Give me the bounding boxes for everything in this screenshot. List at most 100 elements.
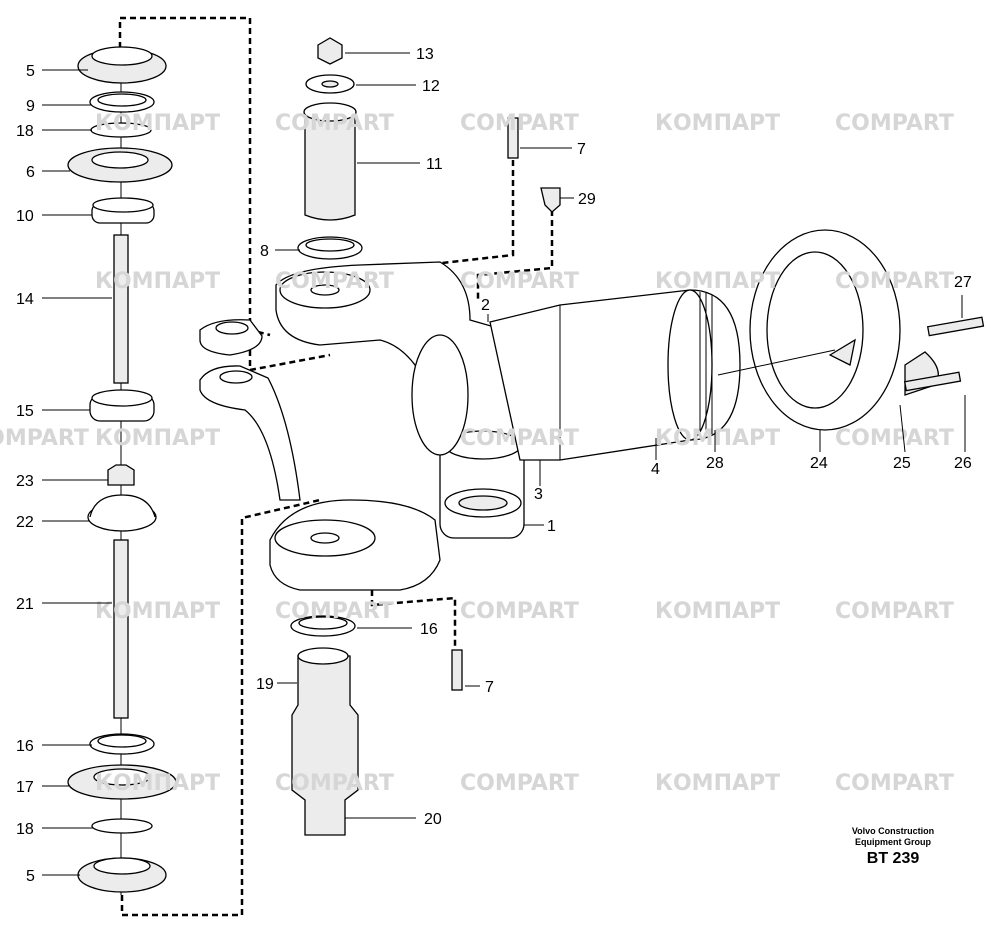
- callout-16: 16: [357, 621, 438, 638]
- watermark-text: COMPART: [0, 426, 89, 451]
- upper-kingpin-parts: [297, 37, 561, 260]
- watermark-text: COMPART: [460, 426, 579, 451]
- watermark-text: COMPART: [275, 771, 394, 796]
- leader-line: [899, 404, 906, 453]
- callout-25: 25: [893, 404, 911, 472]
- callout-2: 2: [481, 297, 490, 322]
- left-stack: [67, 46, 177, 895]
- watermark-text: КОМПАРТ: [655, 269, 780, 294]
- callout-18: 18: [16, 123, 92, 140]
- callout-26: 26: [954, 395, 972, 472]
- callout-number: 5: [26, 63, 35, 80]
- callout-number: 14: [16, 291, 34, 308]
- watermark-text: COMPART: [835, 111, 954, 136]
- assembly-line-7: [379, 160, 515, 272]
- callout-3: 3: [534, 460, 543, 503]
- callout-12: 12: [356, 78, 440, 95]
- callout-number: 8: [260, 243, 269, 260]
- watermark-text: КОМПАРТ: [95, 426, 220, 451]
- watermark-text: COMPART: [275, 599, 394, 624]
- credit-line-2: Equipment Group: [855, 837, 931, 847]
- callout-number: 11: [426, 156, 443, 173]
- callout-number: 4: [651, 461, 660, 478]
- callout-23: 23: [16, 473, 108, 490]
- callout-number: 5: [26, 868, 35, 885]
- watermark-text: COMPART: [835, 426, 954, 451]
- watermark-text: КОМПАРТ: [655, 599, 780, 624]
- gear-ring: [717, 229, 985, 431]
- watermark-text: COMPART: [460, 771, 579, 796]
- watermark-text: COMPART: [275, 111, 394, 136]
- callout-number: 29: [578, 191, 596, 208]
- callout-7: 7: [520, 141, 586, 158]
- callout-16: 16: [16, 738, 92, 755]
- callout-number: 10: [16, 208, 34, 225]
- callout-19: 19: [256, 676, 297, 693]
- callout-number: 9: [26, 98, 35, 115]
- callout-20: 20: [345, 811, 442, 828]
- callout-number: 21: [16, 596, 34, 613]
- callout-8: 8: [260, 243, 300, 260]
- callout-number: 22: [16, 514, 34, 531]
- callout-number: 12: [422, 78, 440, 95]
- assembly-line-bottom: [120, 498, 321, 917]
- callout-number: 2: [481, 297, 490, 314]
- watermark-text: КОМПАРТ: [95, 771, 220, 796]
- callout-22: 22: [16, 514, 90, 531]
- callout-number: 7: [577, 141, 586, 158]
- watermark-text: КОМПАРТ: [655, 771, 780, 796]
- callout-14: 14: [16, 291, 112, 308]
- credit-line-1: Volvo Construction: [851, 826, 935, 836]
- watermark-text: COMPART: [835, 771, 954, 796]
- watermark-text: COMPART: [460, 111, 579, 136]
- watermark-text: COMPART: [460, 599, 579, 624]
- callout-28: 28: [706, 430, 724, 472]
- callout-9: 9: [26, 98, 92, 115]
- callout-21: 21: [16, 596, 112, 613]
- watermark-text: COMPART: [460, 269, 579, 294]
- callout-1: 1: [524, 518, 556, 535]
- callout-number: 16: [16, 738, 34, 755]
- callout-number: 7: [485, 679, 494, 696]
- credit-block: Volvo Construction Equipment Group BT 23…: [820, 826, 966, 868]
- callout-13: 13: [345, 46, 434, 63]
- callout-24: 24: [810, 430, 828, 472]
- callout-5: 5: [26, 63, 88, 80]
- diagram-code: BT 239: [866, 850, 920, 867]
- callout-number: 23: [16, 473, 34, 490]
- callout-number: 18: [16, 123, 34, 140]
- watermark-text: КОМПАРТ: [95, 599, 220, 624]
- assembly-line-lower-7: [370, 590, 457, 650]
- callout-15: 15: [16, 403, 90, 420]
- assembly-line-29: [476, 210, 554, 300]
- steering-knuckle: [199, 261, 525, 591]
- spindle: [489, 289, 741, 461]
- callout-number: 6: [26, 164, 35, 181]
- callout-number: 13: [416, 46, 434, 63]
- callout-7: 7: [465, 679, 494, 696]
- watermark-text: COMPART: [835, 269, 954, 294]
- watermark-text: КОМПАРТ: [655, 426, 780, 451]
- callout-number: 16: [420, 621, 438, 638]
- callout-number: 28: [706, 455, 724, 472]
- callout-number: 26: [954, 455, 972, 472]
- callout-number: 19: [256, 676, 274, 693]
- watermark-text: COMPART: [835, 599, 954, 624]
- callout-number: 1: [547, 518, 556, 535]
- callout-18: 18: [16, 821, 94, 838]
- watermark-text: COMPART: [275, 269, 394, 294]
- callout-number: 3: [534, 486, 543, 503]
- watermark-text: КОМПАРТ: [95, 269, 220, 294]
- callout-10: 10: [16, 208, 92, 225]
- callout-number: 24: [810, 455, 828, 472]
- watermark-text: КОМПАРТ: [655, 111, 780, 136]
- callout-number: 18: [16, 821, 34, 838]
- callout-29: 29: [560, 191, 596, 208]
- callout-number: 15: [16, 403, 34, 420]
- watermark-text: КОМПАРТ: [95, 111, 220, 136]
- callout-5: 5: [26, 868, 80, 885]
- callout-number: 17: [16, 779, 34, 796]
